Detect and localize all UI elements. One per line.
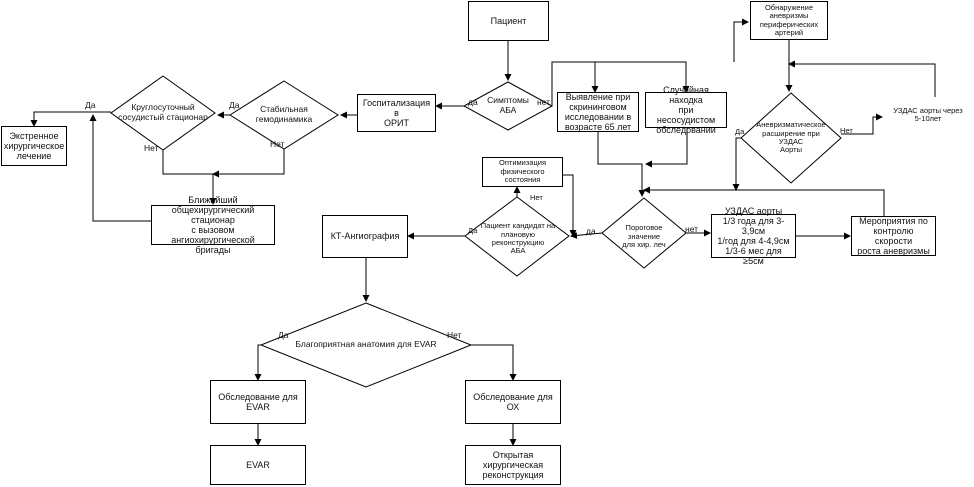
growth-control-box: Мероприятия по контролю скорости роста а… (851, 216, 936, 256)
usdas-aorta-box: УЗДАС аорты 1/3 года для 3-3,9см 1/год д… (711, 206, 796, 266)
edge-symptoms-no (551, 61, 690, 106)
edge-label-vascular-no: Нет (144, 143, 159, 153)
edge-label-threshold-yes: да (586, 226, 596, 236)
exam-ox-box: Обследование для ОХ (465, 380, 561, 424)
emergency-box: Экстренное хирургическое лечение (1, 126, 67, 166)
edge-label-candidate-yes: Да (468, 226, 478, 235)
edge-to-peripheral (733, 18, 749, 62)
peripheral-box: Обнаружение аневризмы периферических арт… (750, 1, 828, 40)
edge-vascular-emergency (30, 111, 111, 127)
edge-label-vascular-yes: Да (85, 100, 96, 110)
anatomy-label: Благоприятная анатомия для EVAR (295, 339, 437, 350)
edge-vascular-no (162, 150, 217, 205)
edge-label-aneurysm-yes: Да (735, 127, 745, 136)
screening-box: Выявление при скрининговом исследовании … (557, 92, 639, 132)
edge-label-symptoms-no: нет (537, 97, 551, 107)
vascular-label: Круглосуточный сосудистый стационар (118, 102, 208, 122)
stable-label: Стабильная гемодинамика (255, 104, 313, 124)
edge-nearest-vascular (89, 114, 151, 222)
incidental-box: Случайная находка при несосудистом обсле… (645, 85, 727, 135)
edge-aneurysm-yes (732, 137, 741, 191)
open-reconstruction-box: Открытая хирургическая реконструкция (465, 445, 561, 485)
edge-label-candidate-no: Нет (530, 193, 543, 202)
edge-anatomy-yes (254, 344, 262, 381)
threshold-label: Пороговое значение для хир. леч (622, 223, 666, 250)
optimization-box: Оптимизация физического состояния (482, 157, 563, 187)
edge-anatomy-no (471, 344, 517, 381)
edge-control-threshold (643, 186, 885, 216)
candidate-label: Пациент кандидат на плановую реконструкц… (480, 221, 556, 256)
evar-box: EVAR (210, 445, 306, 485)
usdas-5-10-box: УЗДАС аорты через 5-10лет (884, 97, 972, 133)
patient-box: Пациент (468, 1, 549, 41)
edge-stable-no (212, 149, 285, 178)
edge-label-stable-no: Нет (270, 139, 285, 149)
ct-angiography-box: КТ-Ангиография (322, 215, 408, 258)
edge-label-aneurysm-no: Нет (840, 126, 853, 135)
candidate-diamond (464, 196, 570, 277)
symptoms-label: Симптомы АБА (487, 95, 529, 115)
edge-label-stable-yes: Да (229, 100, 240, 110)
edge-incidental-threshold (645, 128, 688, 168)
symptoms-diamond (462, 81, 554, 131)
edge-usdas-back (788, 60, 936, 97)
edge-label-anatomy-no: Нет (447, 330, 462, 340)
threshold-diamond (601, 197, 687, 269)
aneurysm-diamond (740, 92, 842, 184)
edge-aneurysm-no (841, 113, 883, 135)
edge-optimization-candidate (563, 174, 577, 237)
exam-evar-box: Обследование для EVAR (210, 380, 306, 424)
edge-label-symptoms-yes: да (468, 97, 478, 107)
anatomy-diamond (259, 302, 473, 388)
edge-label-threshold-no: нет (685, 224, 699, 234)
edge-label-anatomy-yes: Да (278, 330, 289, 340)
nearest-hospital-box: Ближайший общехирургический стационар с … (151, 195, 275, 255)
hospitalization-box: Госпитализация в ОРИТ (357, 94, 436, 132)
edge-screening-threshold (597, 132, 646, 197)
aneurysm-label: Аневризматическое расширение при УЗДАС А… (756, 121, 825, 155)
